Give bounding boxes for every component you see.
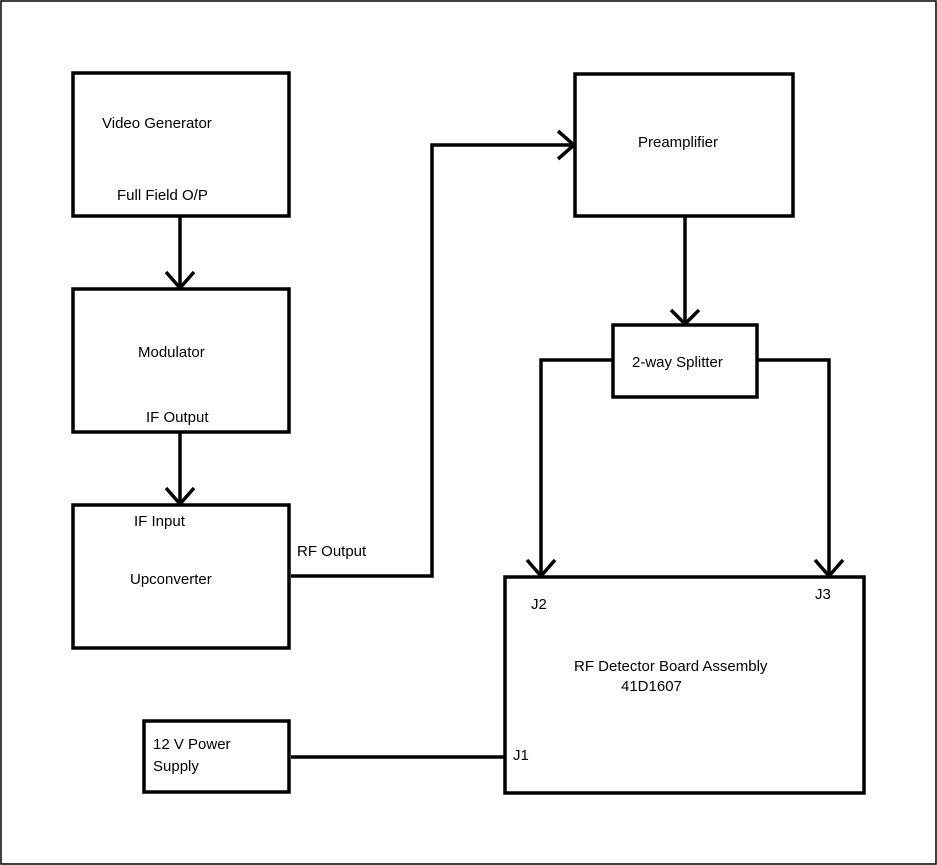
power-supply-line1: 12 V Power <box>153 736 231 753</box>
port-j3-label: J3 <box>815 586 831 603</box>
rf-detector-title: RF Detector Board Assembly <box>574 658 768 675</box>
upconverter-title: Upconverter <box>130 571 212 588</box>
arrow-splitter-to-j3 <box>757 360 843 576</box>
port-j1-label: J1 <box>513 747 529 764</box>
modulator-port-label: IF Output <box>146 409 209 426</box>
modulator-title: Modulator <box>138 344 205 361</box>
rf-detector-block: J2 J3 RF Detector Board Assembly 41D1607… <box>505 577 864 793</box>
port-j2-label: J2 <box>531 596 547 613</box>
video-generator-title: Video Generator <box>102 115 212 132</box>
arrow-upconverter-to-preamplifier <box>291 131 574 576</box>
modulator-block: Modulator IF Output <box>73 289 289 432</box>
rf-output-label: RF Output <box>297 543 367 560</box>
upconverter-input-label: IF Input <box>134 513 186 530</box>
arrow-splitter-to-j2 <box>527 360 613 576</box>
video-generator-block: Video Generator Full Field O/P <box>73 73 289 216</box>
video-generator-port-label: Full Field O/P <box>117 187 208 204</box>
preamplifier-block: Preamplifier <box>575 74 793 216</box>
splitter-block: 2-way Splitter <box>613 325 757 397</box>
arrow-modulator-to-upconverter <box>166 432 194 504</box>
splitter-title: 2-way Splitter <box>632 354 723 371</box>
power-supply-block: 12 V Power Supply <box>144 721 289 792</box>
arrow-preamplifier-to-splitter <box>671 216 699 324</box>
rf-detector-part-number: 41D1607 <box>621 678 682 695</box>
upconverter-block: IF Input Upconverter <box>73 505 289 648</box>
power-supply-line2: Supply <box>153 758 199 775</box>
preamplifier-title: Preamplifier <box>638 134 718 151</box>
arrow-video-to-modulator <box>166 216 194 288</box>
